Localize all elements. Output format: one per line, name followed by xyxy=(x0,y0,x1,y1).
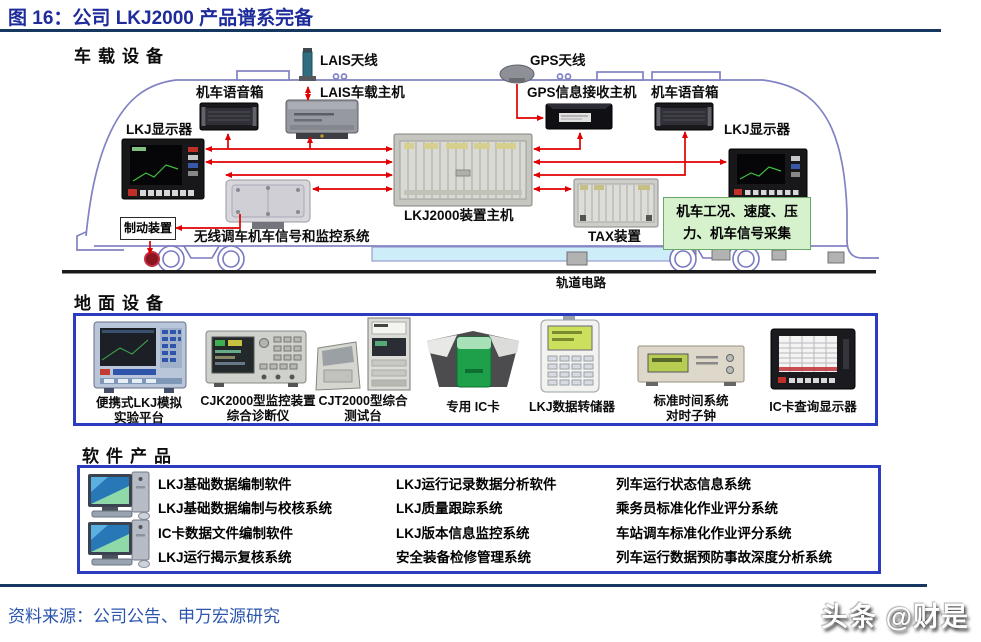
label-ic-card: 专用 IC卡 xyxy=(446,400,500,414)
label-radio-shunting: 无线调车机车信号和监控系统 xyxy=(194,229,370,244)
label-tax-device: TAX装置 xyxy=(588,229,641,244)
watermark: 头条 @财是 xyxy=(821,602,969,632)
axle-boxes xyxy=(566,248,845,266)
gps-antenna-icon xyxy=(499,64,535,84)
label-speaker-left: 机车语音箱 xyxy=(196,85,264,100)
signal-collect-box: 机车工况、速度、压 力、机车信号采集 xyxy=(663,197,811,250)
footer-rule xyxy=(0,584,927,587)
label-lais-host: LAIS车载主机 xyxy=(320,85,405,100)
label-cjt2000: CJT2000型综合 测试台 xyxy=(318,394,408,423)
label-speaker-right: 机车语音箱 xyxy=(651,85,719,100)
speaker-right-device xyxy=(654,102,714,131)
radio-shunting-device xyxy=(225,179,311,229)
label-time-sync-clock: 标准时间系统 对时子钟 xyxy=(653,394,729,423)
label-ic-query-display: IC卡查询显示器 xyxy=(769,400,857,414)
label-portable-lkj-platform: 便携式LKJ模拟 实验平台 xyxy=(95,396,183,425)
lais-host-device xyxy=(285,99,359,139)
source-note: 资料来源：公司公告、申万宏源研究 xyxy=(8,607,280,626)
lais-antenna-icon xyxy=(299,48,316,81)
label-cjk2000: CJK2000型监控装置 综合诊断仪 xyxy=(200,394,316,423)
label-gps-antenna: GPS天线 xyxy=(530,53,586,68)
label-lkj-data-transfer: LKJ数据转储器 xyxy=(528,400,616,414)
lkj2000-host-device xyxy=(393,133,533,207)
underbody-tank xyxy=(371,246,697,262)
section-title-ground: 地面设备 xyxy=(74,294,170,313)
speaker-left-device xyxy=(199,102,259,131)
lkj-display-left-device xyxy=(121,138,205,200)
label-track-circuit: 轨道电路 xyxy=(556,276,607,290)
figure-title: 图 16：公司 LKJ2000 产品谱系完备 xyxy=(8,8,314,29)
software-column-3: 列车运行状态信息系统 乘务员标准化作业评分系统 车站调车标准化作业评分系统 列车… xyxy=(616,477,832,566)
lkj-display-right-device xyxy=(728,148,808,200)
brake-disc xyxy=(144,251,160,267)
label-lkj-display-right: LKJ显示器 xyxy=(724,122,791,137)
label-lkj2000-host: LKJ2000装置主机 xyxy=(404,208,514,223)
rail xyxy=(62,270,876,274)
software-column-2: LKJ运行记录数据分析软件 LKJ质量跟踪系统 LKJ版本信息监控系统 安全装备… xyxy=(396,477,557,566)
tax-device xyxy=(573,178,659,228)
ground-equipment-box xyxy=(73,313,878,426)
label-lkj-display-left: LKJ显示器 xyxy=(126,122,193,137)
software-column-1: LKJ基础数据编制软件 LKJ基础数据编制与校核系统 IC卡数据文件编制软件 L… xyxy=(158,477,333,566)
section-title-software: 软件产品 xyxy=(82,447,178,466)
gps-host-device xyxy=(545,103,613,130)
title-rule xyxy=(0,29,941,32)
label-lais-antenna: LAIS天线 xyxy=(320,53,378,68)
label-gps-host: GPS信息接收主机 xyxy=(527,85,637,100)
software-products-box xyxy=(77,465,881,574)
section-title-onboard: 车载设备 xyxy=(74,47,170,66)
brake-device-box: 制动装置 xyxy=(120,217,176,240)
